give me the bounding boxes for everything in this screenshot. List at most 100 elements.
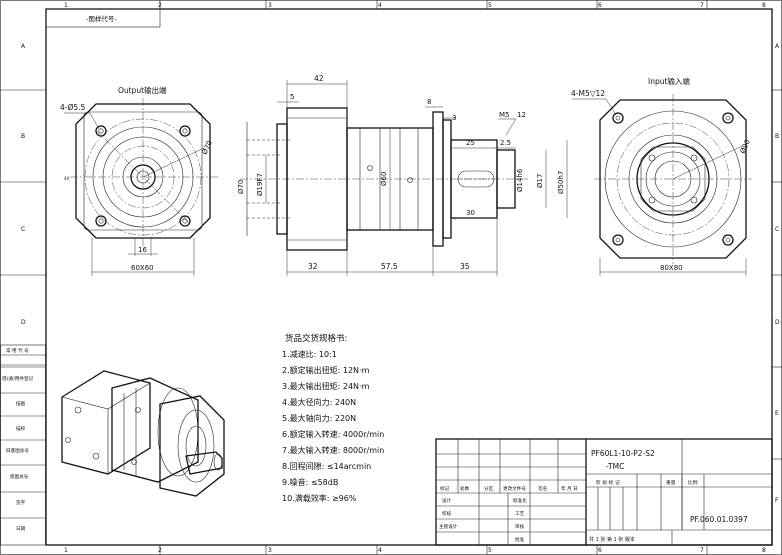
side-dim-key-width: 2.5 xyxy=(500,139,511,147)
row-label: D xyxy=(21,319,26,326)
col-label: 1 xyxy=(64,2,68,9)
side-dim-body: Ø60 xyxy=(380,172,388,186)
col-label: 4 xyxy=(378,2,382,9)
side-dim-shaft-length: 30 xyxy=(466,209,475,217)
title-block: 标记 处数 分区 更改文件号 签名 年 月 日 设计 校核 主管设计 标准化 工… xyxy=(435,438,773,546)
row-labels: A B C D A B C D E F xyxy=(21,43,780,504)
row-label: B xyxy=(775,133,779,140)
side-dim-keyway: Ø14h6 xyxy=(516,168,524,192)
role-label: 校核 xyxy=(442,510,452,517)
std-label: 批准 xyxy=(515,536,525,543)
col-label: 6 xyxy=(598,547,602,554)
revision-header: 分区 xyxy=(484,485,494,492)
output-hole-callout: 4-Ø5.5 xyxy=(60,103,86,112)
col-label: 2 xyxy=(158,547,162,554)
side-dim-flange-thickness: 5 xyxy=(290,93,294,101)
spec-item: 10.满载效率: ≥96% xyxy=(282,493,357,503)
spec-item: 7.最大输入转速: 8000r/min xyxy=(282,445,384,455)
spec-item: 6.额定输入转速: 4000r/min xyxy=(282,429,384,439)
row-label: E xyxy=(775,410,779,417)
spec-item: 4.最大径向力: 240N xyxy=(282,397,356,407)
row-label: F xyxy=(775,497,779,504)
column-labels: 1 2 3 4 5 6 7 8 1 2 3 4 5 6 7 8 xyxy=(64,2,766,554)
side-view: 42 5 8 3 M5 12 25 2.5 Ø70 Ø19F7 Ø60 Ø14h… xyxy=(237,74,568,276)
col-label: 7 xyxy=(700,2,704,9)
strip-label: 常 用 代 号 xyxy=(6,347,29,354)
side-dim-seg-2: 57.5 xyxy=(381,262,398,271)
input-square-dim: 80X80 xyxy=(660,264,683,272)
drawing-code-box: -图样代号- xyxy=(45,8,161,28)
strip-label: 日期 xyxy=(16,526,26,532)
col-label: 8 xyxy=(762,547,766,554)
strip-label: 底图总号 xyxy=(10,473,29,480)
strip-label: 借(通)用件登记 xyxy=(2,375,34,382)
output-view-title: Output输出端 xyxy=(118,85,167,95)
col-label: 3 xyxy=(268,2,272,9)
row-label: A xyxy=(775,43,780,50)
side-dim-seg-3: 35 xyxy=(460,262,470,271)
stage-header: 重量 xyxy=(666,479,676,486)
strip-label: 旧底图总号 xyxy=(6,447,29,454)
side-dim-shaft: Ø17 xyxy=(536,174,544,188)
revision-header: 标记 xyxy=(440,485,450,492)
side-dim-tap-depth: 12 xyxy=(517,111,526,119)
col-label: 1 xyxy=(64,547,68,554)
spec-item: 9.噪音: ≤58dB xyxy=(282,477,338,487)
role-label: 主管设计 xyxy=(439,523,458,530)
side-dim-flange-length: 42 xyxy=(314,74,324,83)
input-circle-dim: Ø90 xyxy=(739,138,752,154)
input-view-title: Input输入端 xyxy=(648,76,690,86)
row-label: D xyxy=(775,319,780,326)
revision-header: 更改文件号 xyxy=(503,485,526,492)
row-label: B xyxy=(21,133,25,140)
side-dim-input-pilot: Ø50h7 xyxy=(557,171,565,194)
output-square-dim: 60X60 xyxy=(131,264,154,272)
spec-title: 货品交货规格书: xyxy=(285,333,347,344)
sheet-info: 共 1 张 第 1 张 版本 xyxy=(589,536,635,543)
drawing-number: PF.060.01.0397 xyxy=(690,515,748,524)
spec-item: 1.减速比: 10:1 xyxy=(282,349,337,359)
strip-label: 描校 xyxy=(16,425,26,432)
model-number-line2: -TMC xyxy=(606,462,624,471)
stage-header: 比例 xyxy=(688,479,698,486)
drawing-code-note: -图样代号- xyxy=(86,14,117,23)
col-label: 5 xyxy=(488,547,492,554)
spec-list: 货品交货规格书: 1.减速比: 10:1 2.额定输出扭矩: 12N·m 3.最… xyxy=(282,333,384,503)
side-dim-collar-length: 8 xyxy=(427,98,431,106)
col-label: 4 xyxy=(378,547,382,554)
side-dim-pilot: Ø70 xyxy=(237,180,245,194)
side-dim-collar-step: 3 xyxy=(452,114,456,122)
revision-header: 签名 xyxy=(538,485,547,492)
spec-item: 2.额定输出扭矩: 12N·m xyxy=(282,365,370,375)
spec-item: 5.最大轴向力: 220N xyxy=(282,413,356,423)
row-label: C xyxy=(775,226,779,233)
left-record-strip: 常 用 代 号 借(通)用件登记 描图 描校 旧底图总号 底图总号 签字 日期 xyxy=(0,344,46,546)
role-label: 设计 xyxy=(442,497,452,504)
side-dim-bore: Ø19F7 xyxy=(256,173,264,196)
output-end-view: Output输出端 4-Ø5.5 Ø70 4X 16 xyxy=(60,85,218,276)
col-label: 6 xyxy=(598,2,602,9)
input-thread-callout: 4-M5▽12 xyxy=(571,89,605,98)
std-label: 工艺 xyxy=(515,511,525,517)
col-label: 8 xyxy=(762,2,766,9)
model-number-line1: PF60L1-10-P2-S2 xyxy=(591,449,655,458)
revision-header: 年 月 日 xyxy=(561,485,578,492)
col-label: 2 xyxy=(158,2,162,9)
side-dim-seg-1: 32 xyxy=(308,262,318,271)
isometric-view xyxy=(61,370,225,497)
col-label: 3 xyxy=(268,547,272,554)
input-end-view: Input输入端 4-M5▽12 Ø90 80X80 xyxy=(571,76,752,276)
std-label: 审核 xyxy=(515,523,525,530)
row-label: C xyxy=(21,226,25,233)
strip-label: 签字 xyxy=(16,499,26,506)
col-label: 5 xyxy=(488,2,492,9)
side-dim-key-offset: 25 xyxy=(466,139,475,147)
output-small-label: 4X xyxy=(64,176,70,181)
strip-label: 描图 xyxy=(16,400,26,407)
row-label: A xyxy=(21,43,26,50)
revision-header: 处数 xyxy=(460,485,470,492)
spec-item: 3.最大输出扭矩: 24N·m xyxy=(282,381,370,391)
col-label: 7 xyxy=(700,547,704,554)
output-circle-dim: Ø70 xyxy=(201,139,214,155)
